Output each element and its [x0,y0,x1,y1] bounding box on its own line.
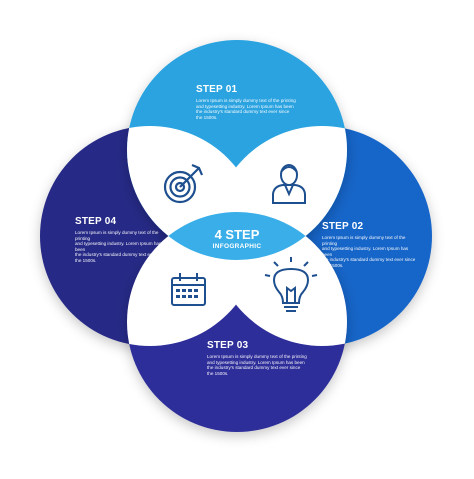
lightbulb-icon [264,257,318,312]
step-03-text-line: Lorem Ipsum is simply dummy text of the … [207,354,307,359]
step-03-text-line: the 1500s. [207,370,229,376]
target-icon [163,163,204,204]
step-01-text-line: the 1500s. [196,114,218,120]
step-02-text-line: the industry's standard dummy text ever … [322,257,416,263]
step-02-text: Lorem Ipsum is simply dummy text of the … [322,235,418,269]
step-02-title: STEP 02 [322,221,364,232]
step-02-text-line: the 1500s. [322,262,344,268]
step-04-text-line: the industry's standard dummy text ever … [75,252,169,258]
person-icon [272,164,306,204]
step-04-text: Lorem Ipsum is simply dummy text of the … [75,230,171,264]
step-01-text-line: Lorem Ipsum is simply dummy text of the … [196,98,296,103]
step-01-text: Lorem Ipsum is simply dummy text of the … [196,98,316,120]
step-04-text-line: the 1500s. [75,257,97,263]
step-04-text-line: and typesetting industry. Lorem Ipsum ha… [75,241,162,252]
center-subtitle: INFOGRAPHIC [212,243,262,250]
calendar-icon [171,273,206,306]
step-03-title: STEP 03 [207,340,249,351]
step-03-text-line: the industry's standard dummy text ever … [207,365,301,371]
step-04-text-line: Lorem Ipsum is simply dummy text of the … [75,230,159,241]
step-01-text-line: the industry's standard dummy text ever … [196,109,290,115]
step-04-title: STEP 04 [75,216,117,227]
step-01-text-line: and typesetting industry. Lorem Ipsum ha… [196,103,294,109]
center-title: 4 STEP [214,227,260,242]
step-02-text-line: and typesetting industry. Lorem Ipsum ha… [322,246,409,257]
step-03-text: Lorem Ipsum is simply dummy text of the … [207,354,327,376]
step-03-text-line: and typesetting industry. Lorem Ipsum ha… [207,359,305,365]
step-02-text-line: Lorem Ipsum is simply dummy text of the … [322,235,406,246]
step-01-title: STEP 01 [196,84,238,95]
